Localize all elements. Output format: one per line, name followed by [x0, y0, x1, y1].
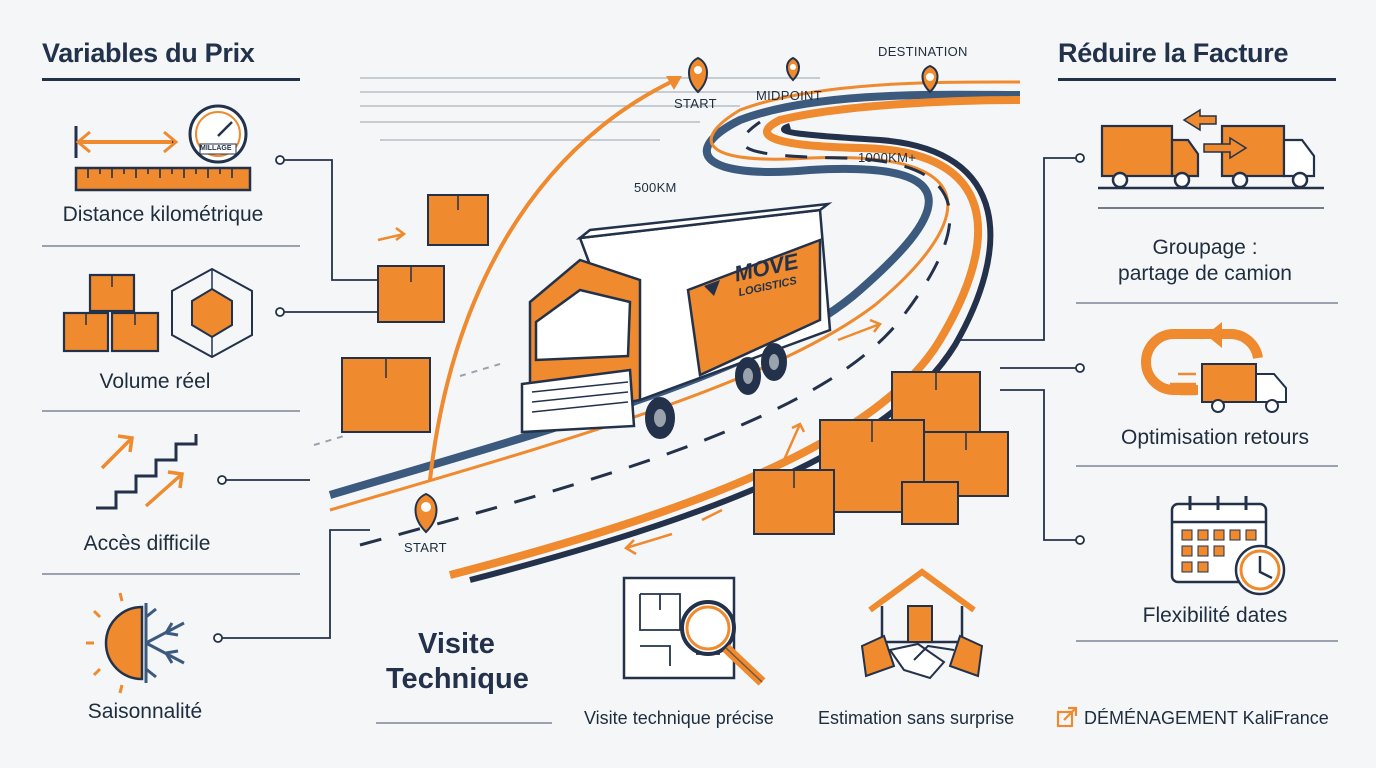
right-item-returns-label: Optimisation retours [1121, 426, 1309, 449]
right-item-groupage-line1: Groupage : [1152, 236, 1258, 259]
brand-footer[interactable]: DÉMÉNAGEMENT KaliFrance [1084, 708, 1329, 728]
visite-title-line2: Technique [386, 663, 529, 695]
boxes-cube-icon [62, 267, 253, 359]
right-divider-3 [1076, 640, 1338, 642]
left-divider-2 [42, 410, 300, 412]
right-connectors [960, 153, 1085, 545]
route-start-top-label: START [674, 96, 717, 111]
right-panel-title: Réduire la Facture [1058, 38, 1289, 68]
sun-snowflake-icon [86, 592, 185, 694]
shared-trucks-icon [1098, 108, 1324, 209]
right-divider-1 [1076, 302, 1338, 304]
calendar-clock-icon [1170, 496, 1286, 596]
stairs-arrows-icon [96, 434, 198, 510]
blueprint-magnifier-icon [622, 576, 766, 686]
route-start-bottom-label: START [404, 540, 447, 555]
route-destination-label: DESTINATION [878, 44, 968, 59]
left-divider-1 [42, 245, 300, 247]
external-link-icon [1056, 706, 1078, 728]
house-handshake-icon [860, 568, 984, 680]
left-item-season-label: Saisonnalité [87, 700, 203, 723]
visite-divider [376, 722, 552, 724]
right-divider-2 [1076, 465, 1338, 467]
route-500km-label: 500KM [634, 180, 677, 195]
odometer-label: MILLAGE [200, 145, 232, 152]
right-item-groupage-line2: partage de camion [1118, 262, 1292, 285]
left-connectors [213, 155, 378, 643]
left-divider-3 [42, 573, 300, 575]
left-title-underline [42, 78, 300, 81]
left-item-distance-label: Distance kilométrique [62, 203, 264, 226]
right-title-underline [1058, 78, 1336, 81]
return-truck-icon [1141, 322, 1287, 413]
left-item-access-label: Accès difficile [83, 532, 211, 555]
ruler-odometer-icon [74, 104, 252, 192]
visite-title-line1: Visite [418, 628, 495, 660]
bottom-item1-label: Visite technique précise [584, 708, 774, 728]
route-1000km-label: 1000KM+ [858, 150, 917, 165]
right-item-dates-label: Flexibilité dates [1142, 604, 1288, 627]
road-scene [313, 56, 1021, 583]
left-panel-title: Variables du Prix [42, 38, 255, 68]
route-midpoint-label: MIDPOINT [756, 88, 822, 103]
left-item-volume-label: Volume réel [99, 370, 211, 393]
bottom-item2-label: Estimation sans surprise [818, 708, 1015, 728]
